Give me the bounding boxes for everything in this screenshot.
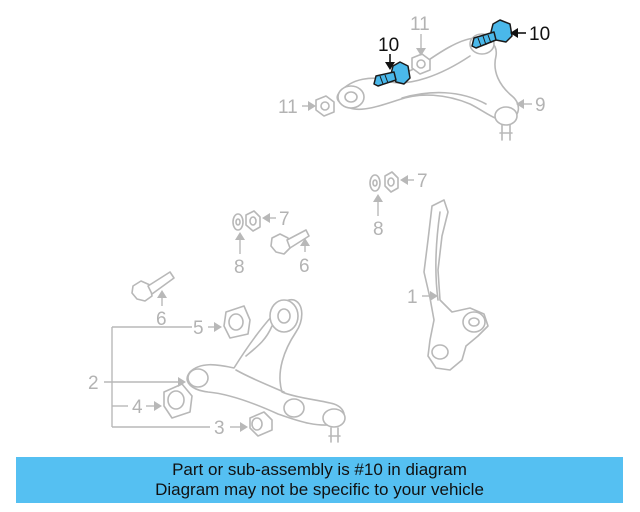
callout-3: 3 xyxy=(214,418,225,439)
callout-7-upper: 7 xyxy=(417,171,428,192)
washer-nut-upper-right xyxy=(369,171,399,193)
callout-8-middle: 8 xyxy=(234,257,245,278)
bushing-3 xyxy=(249,411,273,437)
callout-5: 5 xyxy=(193,318,204,339)
callout-10-upper: 10 xyxy=(529,24,550,45)
bolt-10-upper xyxy=(471,19,513,49)
callout-11-left: 11 xyxy=(278,97,298,118)
callout-2: 2 xyxy=(88,373,99,394)
nut-11-upper xyxy=(411,53,431,75)
callout-1: 1 xyxy=(407,287,418,308)
callout-11-upper: 11 xyxy=(410,14,430,35)
washer-nut-middle xyxy=(232,210,261,232)
callout-8-upper: 8 xyxy=(373,219,384,240)
lower-control-arm xyxy=(186,298,346,443)
banner-line-disclaimer: Diagram may not be specific to your vehi… xyxy=(155,480,484,499)
bolt-6-left xyxy=(131,271,175,302)
steering-knuckle xyxy=(423,199,489,371)
bushing-4 xyxy=(163,383,193,419)
callout-6-left: 6 xyxy=(156,309,167,330)
callout-6-middle: 6 xyxy=(299,256,310,277)
callout-10-left: 10 xyxy=(378,35,399,56)
upper-control-arm xyxy=(336,33,520,141)
part-info-banner: Part or sub-assembly is #10 in diagram D… xyxy=(16,457,623,503)
bushing-5 xyxy=(223,305,251,339)
bolt-10-left xyxy=(373,61,411,87)
bolt-6-middle xyxy=(270,229,310,255)
callout-7-middle: 7 xyxy=(279,209,290,230)
callout-4: 4 xyxy=(132,397,143,418)
banner-line-part: Part or sub-assembly is #10 in diagram xyxy=(172,460,467,479)
parts-diagram: 11 11 10 10 9 7 8 7 8 6 6 1 5 2 4 3 xyxy=(88,14,550,443)
nut-11-left xyxy=(315,95,335,117)
callout-9: 9 xyxy=(535,95,546,116)
